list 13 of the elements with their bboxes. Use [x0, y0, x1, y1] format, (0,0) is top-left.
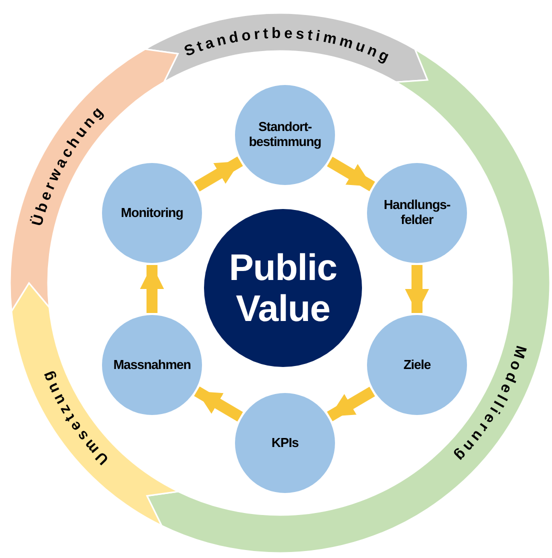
arrow: [326, 156, 376, 192]
step-label: KPIs: [272, 436, 298, 450]
step-label: Massnahmen: [113, 358, 191, 372]
step-label: Standort- bestimmung: [248, 120, 322, 150]
center-label: Public Value: [228, 246, 338, 330]
arrow: [326, 386, 376, 422]
step-label: Monitoring: [120, 206, 184, 220]
step-label: Handlungs- felder: [382, 198, 452, 228]
arrow: [194, 156, 243, 192]
arrow: [194, 386, 243, 422]
arrow: [140, 265, 164, 313]
step-label: Ziele: [403, 358, 431, 372]
arrow: [405, 265, 429, 313]
